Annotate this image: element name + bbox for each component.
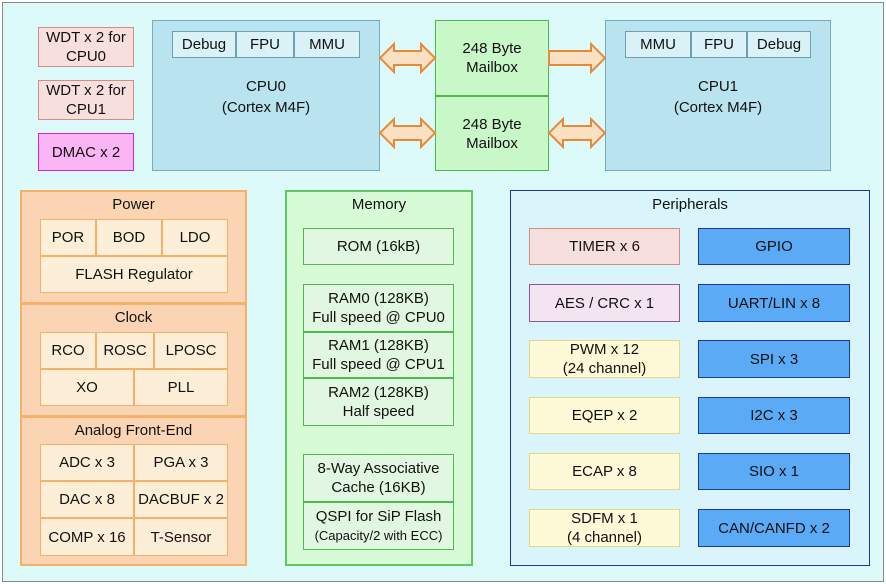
periph-gpio: GPIO: [698, 228, 850, 265]
cpu0-core-label: (Cortex M4F): [221, 98, 311, 116]
arrow-mailbox2-cpu1: [547, 116, 607, 150]
afe-title: Analog Front-End: [74, 422, 193, 439]
clock-rosc: ROSC: [96, 332, 154, 369]
afe-dacbuf: DACBUF x 2: [134, 481, 228, 518]
afe-tsensor: T-Sensor: [134, 518, 228, 556]
cpu0-debug: Debug: [172, 31, 236, 58]
cpu0-label: CPU0: [245, 77, 286, 95]
cache-line1: 8-Way Associative: [317, 460, 440, 477]
power-por: POR: [40, 219, 96, 256]
cache-line2: Cache (16KB): [331, 479, 426, 496]
periph-i2c: I2C x 3: [698, 397, 850, 434]
cpu1-fpu: FPU: [691, 31, 747, 58]
arrow-cpu0-mailbox1: [378, 41, 437, 75]
cpu1-core-label: (Cortex M4F): [673, 98, 763, 116]
memory-ram1: RAM1 (128KB) Full speed @ CPU1: [303, 332, 454, 378]
power-ldo: LDO: [162, 219, 228, 256]
power-bod: BOD: [96, 219, 162, 256]
mailbox-1: 248 Byte Mailbox: [435, 20, 549, 96]
peripherals-title: Peripherals: [652, 196, 728, 213]
afe-pga: PGA x 3: [134, 444, 228, 481]
periph-can-canfd: CAN/CANFD x 2: [698, 509, 850, 547]
clock-rco: RCO: [40, 332, 96, 369]
wdt-cpu1-block: WDT x 2 for CPU1: [38, 80, 134, 120]
memory-ram0: RAM0 (128KB) Full speed @ CPU0: [303, 284, 454, 332]
cpu1-mmu: MMU: [625, 31, 691, 58]
periph-timer: TIMER x 6: [529, 228, 680, 265]
periph-aes-crc: AES / CRC x 1: [529, 284, 680, 322]
clock-title: Clock: [114, 309, 153, 326]
memory-ram2: RAM2 (128KB) Half speed: [303, 378, 454, 426]
mailbox-2: 248 Byte Mailbox: [435, 96, 549, 171]
periph-sdfm: SDFM x 1 (4 channel): [529, 509, 680, 547]
wdt-cpu0-block: WDT x 2 for CPU0: [38, 27, 134, 67]
arrow-cpu0-mailbox2: [378, 116, 437, 150]
cpu0-mmu: MMU: [294, 31, 360, 58]
ram0-size: RAM0 (128KB): [328, 290, 429, 307]
ram0-speed: Full speed @ CPU0: [312, 309, 445, 326]
cpu1-debug: Debug: [747, 31, 811, 58]
ram2-size: RAM2 (128KB): [328, 384, 429, 401]
periph-pwm: PWM x 12 (24 channel): [529, 340, 680, 378]
afe-comp: COMP x 16: [40, 518, 134, 556]
power-title: Power: [112, 196, 155, 213]
periph-spi: SPI x 3: [698, 340, 850, 378]
qspi-line1: QSPI for SiP Flash: [315, 508, 442, 525]
periph-ecap: ECAP x 8: [529, 453, 680, 490]
cpu1-label: CPU1: [697, 77, 738, 95]
memory-qspi: QSPI for SiP Flash (Capacity/2 with ECC): [303, 502, 454, 550]
memory-title: Memory: [351, 196, 407, 213]
afe-dac: DAC x 8: [40, 481, 134, 518]
ram1-speed: Full speed @ CPU1: [312, 356, 445, 373]
periph-eqep: EQEP x 2: [529, 397, 680, 434]
dmac-block: DMAC x 2: [38, 133, 134, 171]
afe-adc: ADC x 3: [40, 444, 134, 481]
ram1-size: RAM1 (128KB): [328, 337, 429, 354]
ram2-speed: Half speed: [342, 403, 415, 420]
arrow-mailbox1-cpu1: [548, 41, 607, 75]
periph-uart-lin: UART/LIN x 8: [698, 284, 850, 322]
periph-sio: SIO x 1: [698, 453, 850, 490]
clock-pll: PLL: [134, 369, 228, 406]
clock-lposc: LPOSC: [154, 332, 228, 369]
power-flash-regulator: FLASH Regulator: [40, 256, 228, 293]
memory-rom: ROM (16kB): [303, 228, 454, 265]
qspi-line2: (Capacity/2 with ECC): [314, 528, 443, 543]
cpu0-fpu: FPU: [236, 31, 294, 58]
clock-xo: XO: [40, 369, 134, 406]
